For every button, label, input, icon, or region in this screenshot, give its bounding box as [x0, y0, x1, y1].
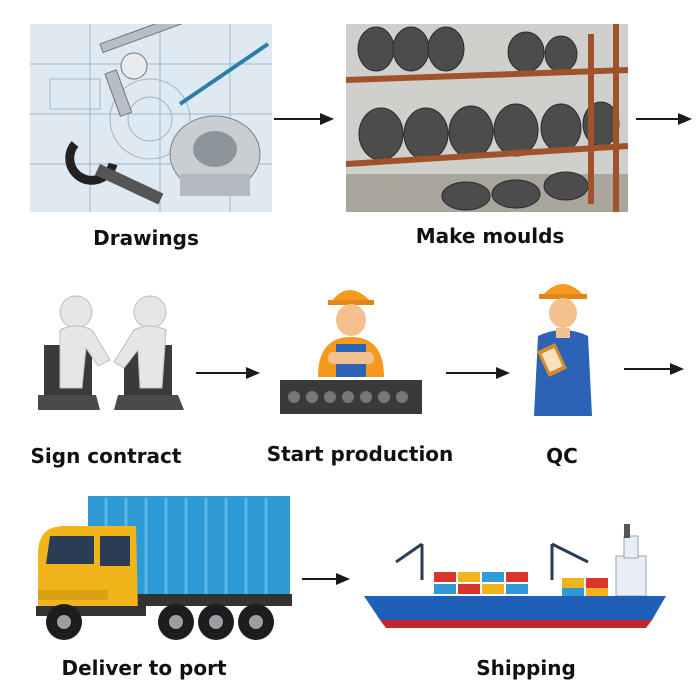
cargo-ship-icon — [364, 524, 666, 628]
arrow-drawings-to-moulds — [274, 113, 334, 125]
step-label-qc: QC — [546, 444, 578, 468]
arrow-contract-to-production — [196, 367, 260, 379]
handshake-icon — [38, 295, 184, 410]
arrow-qc-to-next — [624, 363, 684, 375]
step-label-sign-contract: Sign contract — [30, 444, 182, 468]
qc-inspector-icon — [534, 284, 592, 416]
arrow-moulds-to-next — [636, 113, 692, 125]
arrow-truck-to-ship — [302, 573, 350, 585]
container-truck-icon — [36, 496, 292, 640]
drawings-illustration — [30, 24, 272, 212]
step-label-start-production: Start production — [266, 442, 454, 466]
step-label-shipping: Shipping — [476, 656, 576, 680]
step-label-make-moulds: Make moulds — [415, 224, 565, 248]
arrow-production-to-qc — [446, 367, 510, 379]
step-label-drawings: Drawings — [93, 226, 199, 250]
step-label-deliver-to-port: Deliver to port — [61, 656, 227, 680]
make-moulds-illustration — [346, 24, 628, 212]
production-worker-icon — [280, 290, 422, 414]
